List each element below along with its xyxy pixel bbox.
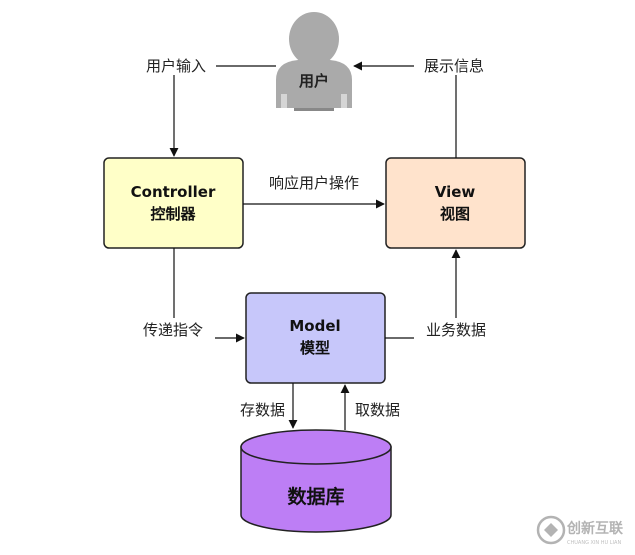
- user-label: 用户: [299, 72, 329, 90]
- user-icon: 用户: [276, 12, 352, 111]
- model-title-zh: 模型: [300, 339, 330, 357]
- model-title-en: Model: [289, 317, 340, 335]
- controller-node: Controller 控制器: [103, 157, 244, 249]
- edge-label-business-data: 业务数据: [426, 321, 486, 339]
- edge-controller-to-view: 响应用户操作: [243, 174, 385, 209]
- view-title-zh: 视图: [440, 205, 470, 223]
- edge-label-fetch-data: 取数据: [355, 401, 400, 419]
- watermark-text: 创新互联: [566, 520, 624, 537]
- edge-controller-to-model: 传递指令: [131, 248, 245, 343]
- edge-view-to-user: 展示信息: [353, 55, 494, 158]
- edge-label-store-data: 存数据: [240, 401, 285, 419]
- edge-label-pass-command: 传递指令: [143, 321, 203, 339]
- watermark-logo-icon: [544, 523, 558, 537]
- database-label: 数据库: [287, 485, 344, 508]
- controller-title-zh: 控制器: [150, 205, 196, 223]
- database-node: 数据库: [240, 429, 392, 533]
- view-title-en: View: [435, 183, 476, 201]
- controller-title-en: Controller: [131, 183, 216, 201]
- edge-label-user-input: 用户输入: [146, 57, 206, 75]
- watermark: 创新互联 CHUANG XIN HU LIAN: [536, 515, 624, 546]
- edge-model-to-view: 业务数据: [385, 249, 498, 340]
- edge-model-to-database: 存数据: [240, 383, 298, 429]
- watermark-subtext: CHUANG XIN HU LIAN: [567, 540, 621, 546]
- edge-label-show-info: 展示信息: [424, 57, 484, 75]
- edge-user-to-controller: 用户输入: [136, 55, 276, 157]
- model-node: Model 模型: [245, 292, 386, 384]
- edge-label-respond: 响应用户操作: [269, 174, 359, 192]
- edge-database-to-model: 取数据: [340, 384, 400, 430]
- view-node: View 视图: [385, 157, 526, 249]
